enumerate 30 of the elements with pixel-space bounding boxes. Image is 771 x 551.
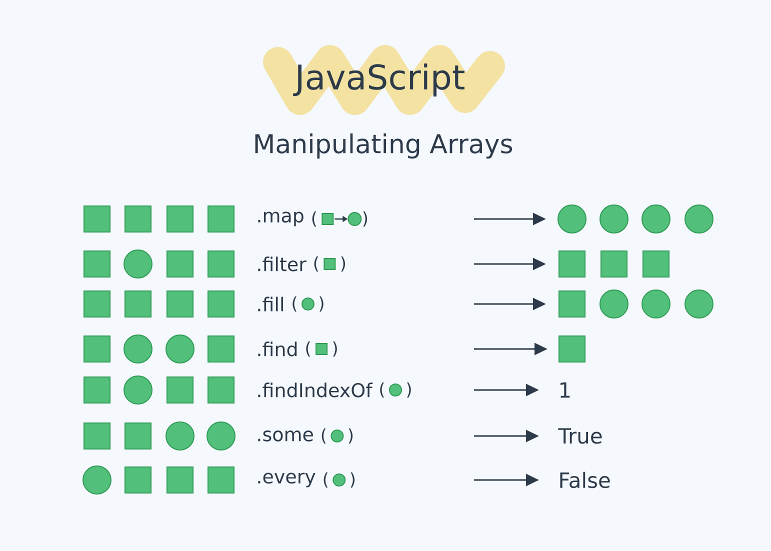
parenthesis: ( — [324, 472, 328, 488]
result-array-drawing — [558, 290, 714, 318]
result-value: True — [558, 428, 602, 444]
method-name: .some — [258, 430, 313, 442]
method-name: .findIndexOf — [258, 382, 373, 398]
parenthesis: ) — [363, 211, 368, 227]
method-name: .fill — [258, 296, 283, 312]
parenthesis: ( — [306, 341, 310, 357]
parenthesis: ) — [407, 382, 411, 398]
parenthesis: ( — [312, 211, 316, 227]
subtitle: Manipulating Arrays — [255, 133, 512, 159]
method-name: .filter — [258, 256, 306, 272]
result-value: False — [560, 472, 610, 488]
parenthesis: ( — [314, 256, 318, 272]
parenthesis: ( — [292, 296, 296, 312]
result-square — [558, 336, 586, 362]
result-value: 1 — [560, 382, 570, 398]
method-name: .find — [258, 342, 297, 356]
method-name: .map — [258, 212, 304, 226]
parenthesis: ( — [322, 428, 326, 444]
result-array-drawing — [558, 250, 670, 278]
parenthesis: ( — [380, 382, 384, 398]
parenthesis: ) — [320, 296, 324, 312]
parenthesis: ) — [341, 256, 346, 272]
result-array-drawing — [558, 204, 714, 234]
title: JavaScript — [293, 64, 464, 96]
parenthesis: ) — [333, 341, 337, 357]
parenthesis: ) — [350, 472, 355, 488]
method-name: .every — [258, 472, 316, 488]
parenthesis: ) — [348, 428, 353, 444]
